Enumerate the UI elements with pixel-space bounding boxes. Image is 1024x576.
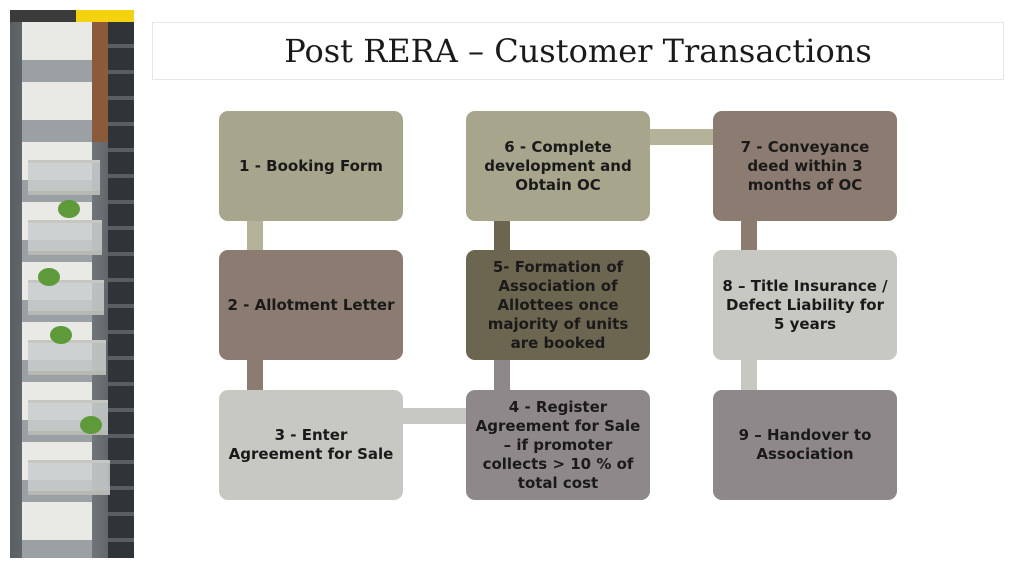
balcony (28, 280, 104, 315)
step-8-title-insurance: 8 – Title Insurance / Defect Liability f… (713, 250, 897, 360)
accent-bar-yellow (76, 10, 134, 22)
connector-4-5 (494, 360, 510, 390)
connector-6-7 (650, 129, 713, 145)
step-4-register-agreement: 4 - Register Agreement for Sale – if pro… (466, 390, 650, 500)
step-1-booking-form: 1 - Booking Form (219, 111, 403, 221)
step-5-formation-of-association: 5- Formation of Association of Allottees… (466, 250, 650, 360)
connector-8-9 (741, 360, 757, 390)
building-side-wall (108, 22, 134, 558)
balcony (28, 220, 102, 255)
step-label: 1 - Booking Form (239, 156, 383, 175)
connector-2-3 (247, 360, 263, 390)
connector-1-2 (247, 221, 263, 250)
step-9-handover: 9 – Handover to Association (713, 390, 897, 500)
step-label: 5- Formation of Association of Allottees… (487, 257, 629, 352)
step-7-conveyance-deed: 7 - Conveyance deed within 3 months of O… (713, 111, 897, 221)
page-title: Post RERA – Customer Transactions (284, 32, 872, 70)
step-label: 2 - Allotment Letter (227, 295, 395, 314)
balcony (28, 460, 110, 495)
building-photo (10, 10, 134, 558)
connector-5-6 (494, 221, 510, 250)
step-label: 6 - Complete development and Obtain OC (484, 137, 632, 194)
step-label: 9 – Handover to Association (738, 426, 872, 463)
connector-3-4 (403, 408, 466, 424)
balcony (28, 340, 106, 375)
plant (50, 326, 72, 344)
step-label: 8 – Title Insurance / Defect Liability f… (722, 276, 888, 333)
step-6-complete-development: 6 - Complete development and Obtain OC (466, 111, 650, 221)
step-label: 3 - Enter Agreement for Sale (228, 426, 394, 463)
connector-7-8 (741, 221, 757, 250)
plant (38, 268, 60, 286)
balcony (28, 160, 100, 195)
step-label: 4 - Register Agreement for Sale – if pro… (475, 397, 641, 492)
step-2-allotment-letter: 2 - Allotment Letter (219, 250, 403, 360)
plant (80, 416, 102, 434)
step-3-agreement-for-sale: 3 - Enter Agreement for Sale (219, 390, 403, 500)
step-label: 7 - Conveyance deed within 3 months of O… (740, 137, 870, 194)
building-wood-panel (92, 22, 108, 142)
title-box: Post RERA – Customer Transactions (152, 22, 1004, 80)
plant (58, 200, 80, 218)
accent-bar-dark (10, 10, 76, 22)
